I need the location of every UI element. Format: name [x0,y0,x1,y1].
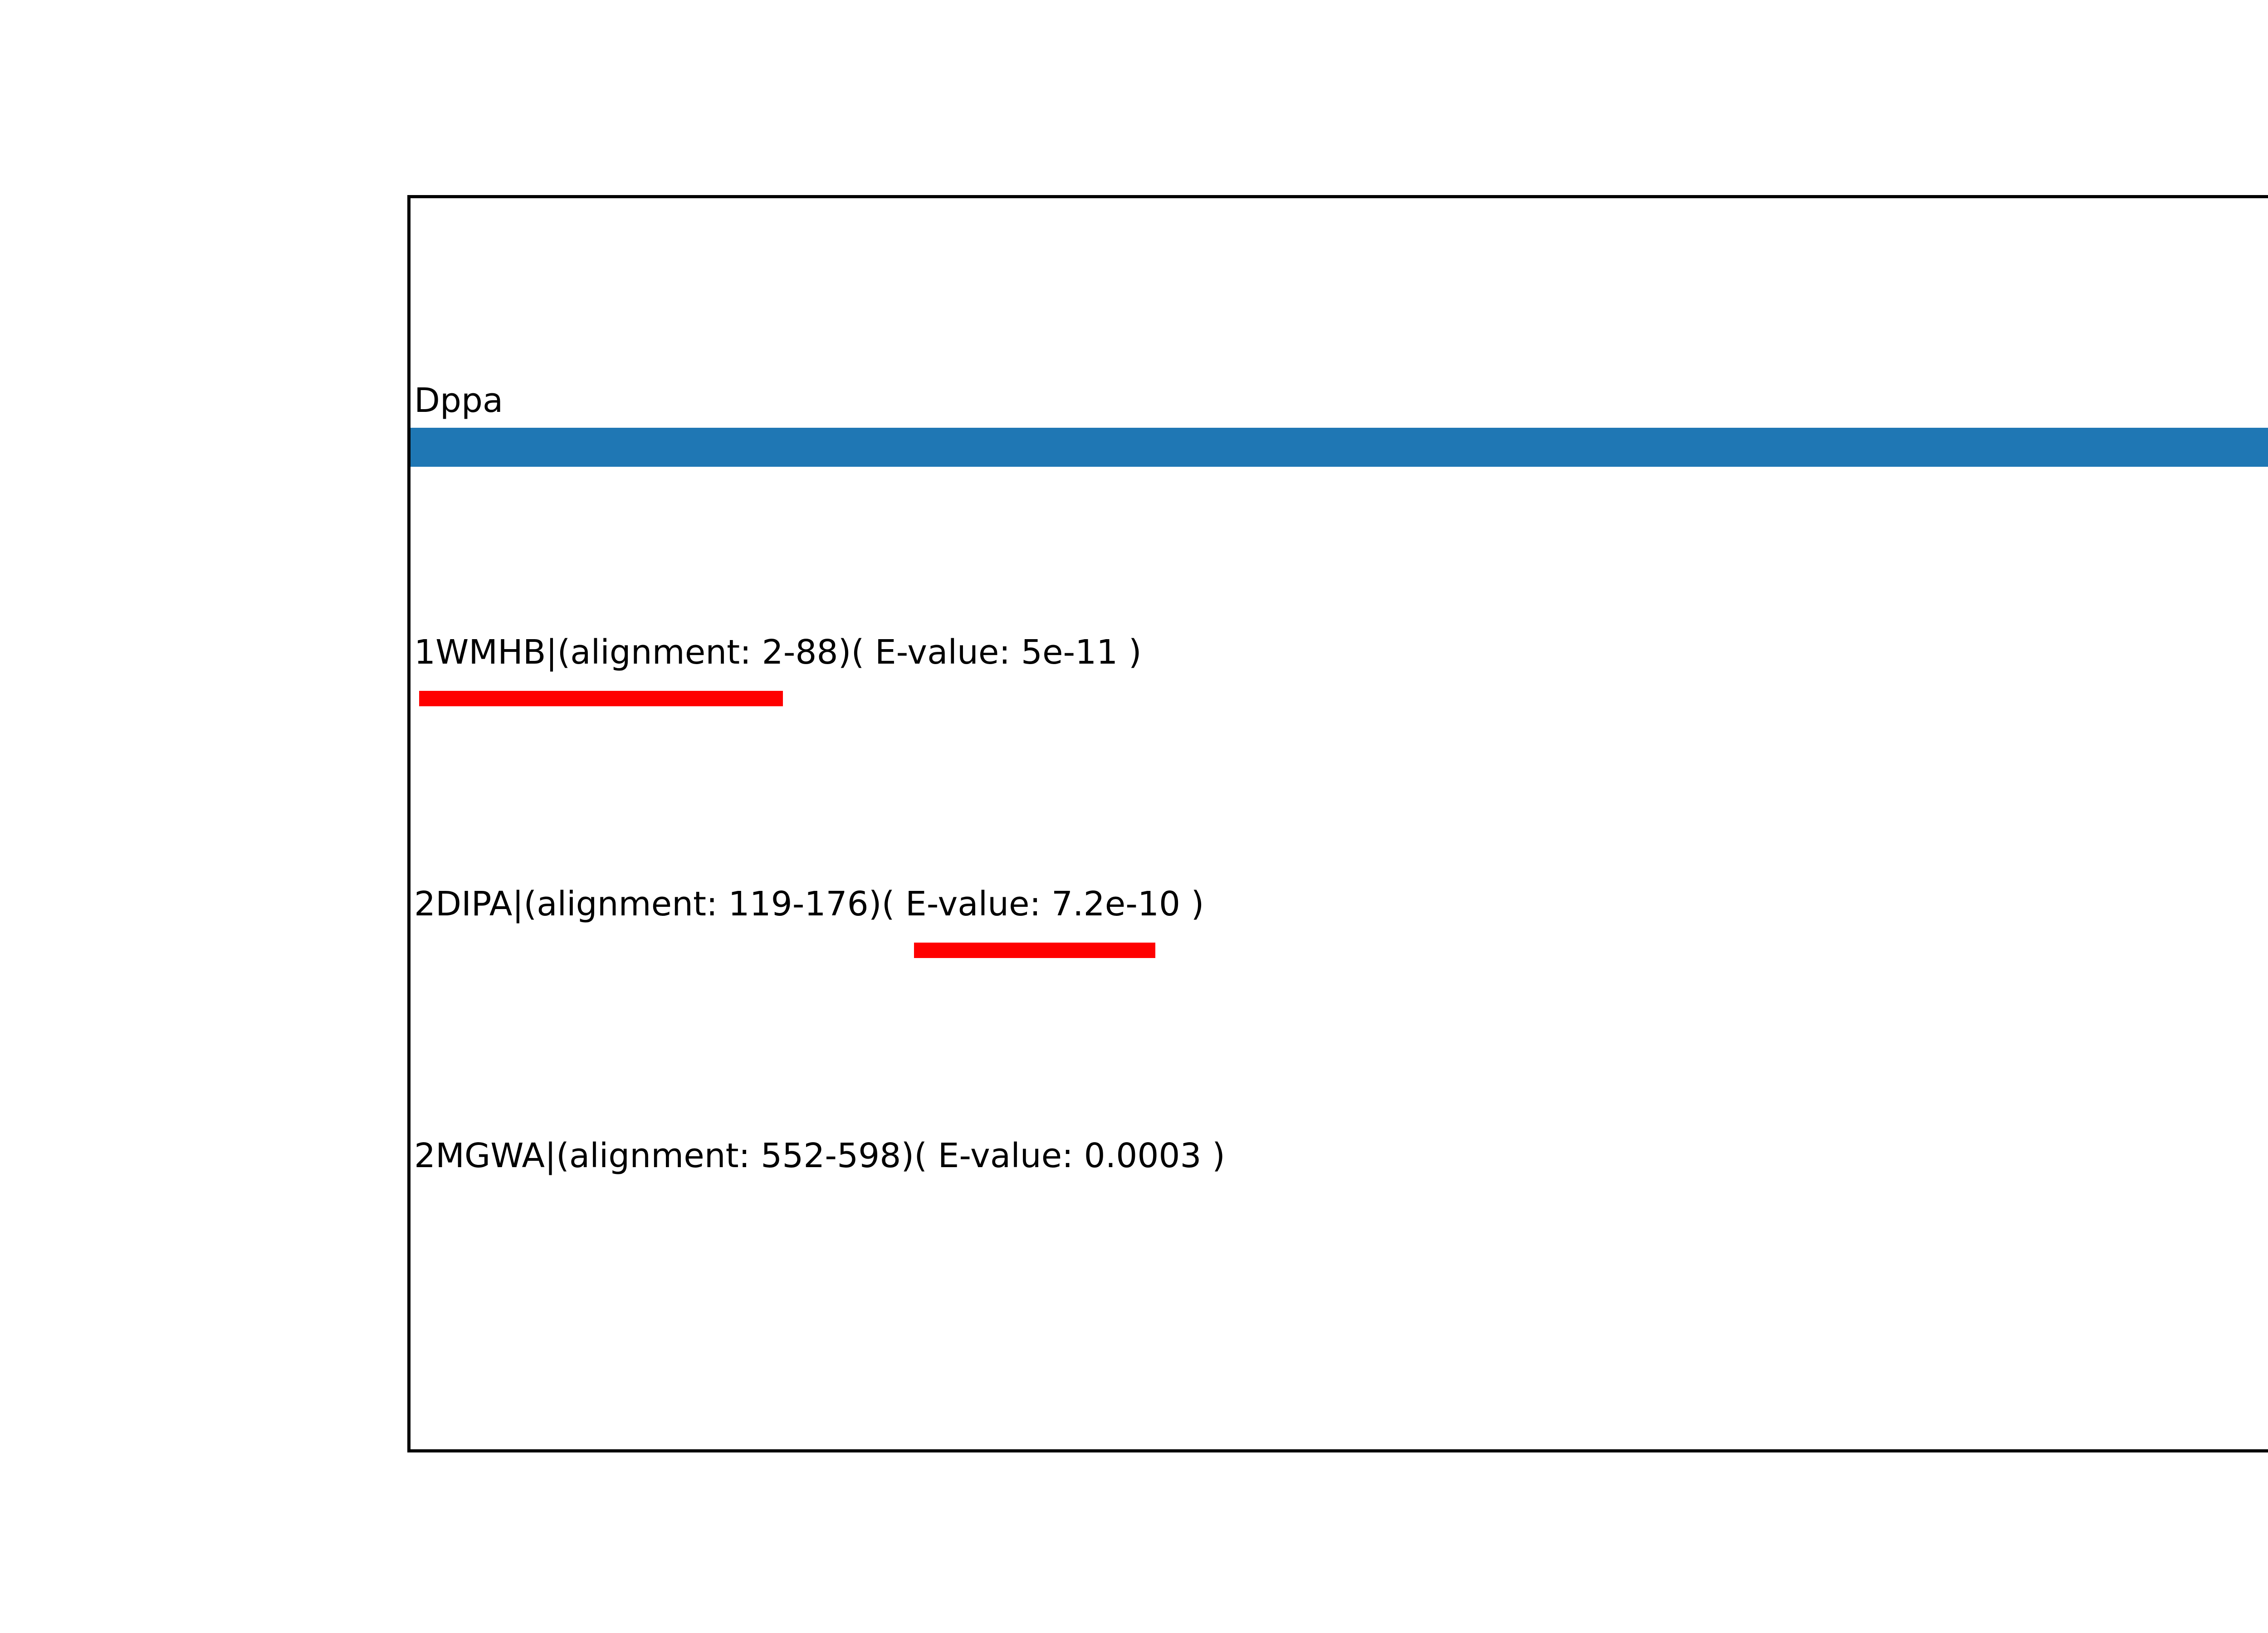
hit-alignment-bar [914,943,1155,958]
plot-area: Dppa 1WMHB|(alignment: 2-88)( E-value: 5… [407,195,2268,1452]
hit-alignment-bar [419,691,783,706]
hit-track-label: 1WMHB|(alignment: 2-88)( E-value: 5e-11 … [414,633,1142,672]
query-track-label: Dppa [414,381,503,420]
query-alignment-bar [411,428,2268,467]
hit-track-label: 2MGWA|(alignment: 552-598)( E-value: 0.0… [414,1136,1225,1175]
hit-track-label: 2DIPA|(alignment: 119-176)( E-value: 7.2… [414,885,1204,924]
